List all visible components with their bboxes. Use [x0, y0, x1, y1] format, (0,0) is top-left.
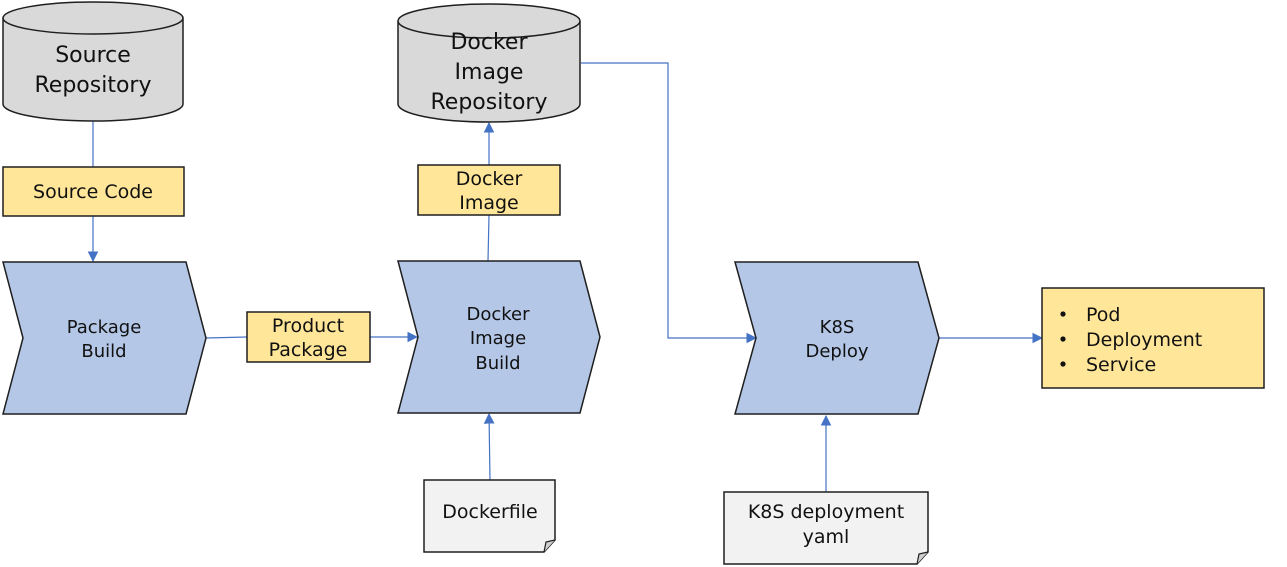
dockerfile-document: Dockerfile [423, 479, 556, 553]
docker-image-label-line-1: Docker [456, 168, 523, 190]
k8s-deploy-label-line-2: Deploy [805, 341, 868, 362]
connector-dockerfile-to-docker-build [483, 412, 495, 481]
product-package-label-line-1: Product [272, 315, 344, 337]
k8s-yaml-label-line-1: K8S deployment [748, 501, 904, 523]
docker-image-build-label-line-1: Docker [466, 304, 530, 325]
docker-image-repository-label-line-2: Image [455, 60, 524, 85]
k8s-resources-box: Pod Deployment Service [1041, 287, 1265, 389]
docker-image-build-label-line-2: Image [470, 328, 526, 349]
connector-package-build-to-product-package [205, 336, 248, 339]
docker-image-build-step: Docker Image Build [397, 260, 601, 414]
source-code-box: Source Code [2, 166, 185, 217]
k8s-deploy-label-line-1: K8S [820, 317, 855, 338]
docker-image-repository-label-line-1: Docker [450, 30, 528, 55]
source-repository-label-line-2: Repository [35, 73, 152, 98]
resource-item-service: Service [1086, 354, 1156, 376]
docker-image-repository-cylinder: Docker Image Repository [397, 3, 581, 123]
bullet-icon [1060, 336, 1066, 342]
bullet-icon [1060, 361, 1066, 367]
package-build-step: Package Build [2, 261, 207, 415]
product-package-box: Product Package [246, 311, 371, 363]
bullet-icon [1060, 311, 1066, 317]
resource-item-deployment: Deployment [1086, 329, 1202, 351]
package-build-label-line-2: Build [81, 341, 126, 362]
dockerfile-label: Dockerfile [442, 501, 537, 523]
package-build-label-line-1: Package [67, 317, 142, 338]
source-code-label: Source Code [33, 181, 153, 203]
docker-image-box: Docker Image [417, 164, 561, 216]
k8s-yaml-label-line-2: yaml [803, 526, 850, 548]
source-repository-cylinder: Source Repository [2, 1, 184, 122]
product-package-label-line-2: Package [269, 339, 348, 361]
connectors [87, 62, 1044, 492]
source-repository-label-line-1: Source [55, 43, 131, 68]
docker-image-repository-label-line-3: Repository [431, 90, 548, 115]
resource-item-pod: Pod [1086, 304, 1120, 326]
k8s-deploy-step: K8S Deploy [734, 261, 940, 415]
docker-image-label-line-2: Image [459, 192, 519, 214]
connector-image-repo-to-k8s-deploy [581, 62, 758, 344]
k8s-deployment-yaml-document: K8S deployment yaml [723, 491, 929, 565]
docker-image-build-label-line-3: Build [475, 353, 520, 374]
connector-docker-build-to-docker-image [487, 214, 490, 262]
